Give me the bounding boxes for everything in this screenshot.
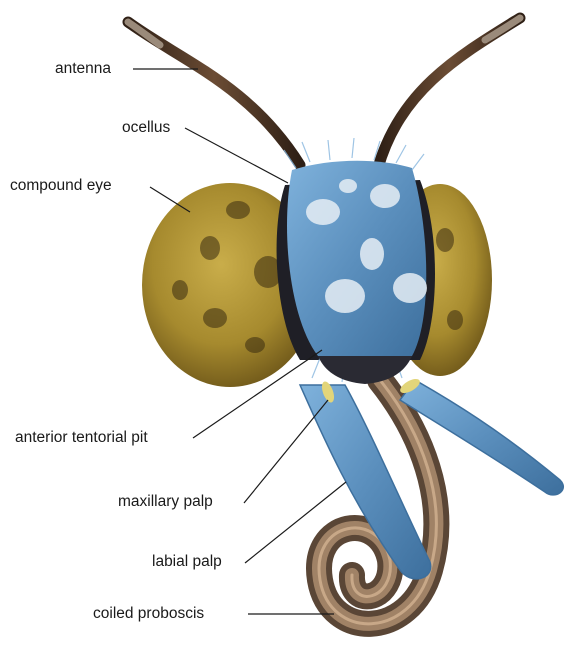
right-antenna <box>378 18 520 168</box>
label-anterior-tentorial-pit: anterior tentorial pit <box>15 430 148 446</box>
label-ocellus: ocellus <box>122 120 170 136</box>
label-coiled-proboscis: coiled proboscis <box>93 606 204 622</box>
label-compound-eye: compound eye <box>10 178 112 194</box>
right-antenna-tip <box>485 18 520 40</box>
label-labial-palp: labial palp <box>152 554 222 570</box>
left-antenna-tip <box>128 22 160 45</box>
clypeus <box>318 356 412 384</box>
label-antenna: antenna <box>55 61 111 77</box>
label-maxillary-palp: maxillary palp <box>118 494 213 510</box>
leader-maxillary <box>244 400 328 503</box>
head-scales <box>287 161 426 356</box>
